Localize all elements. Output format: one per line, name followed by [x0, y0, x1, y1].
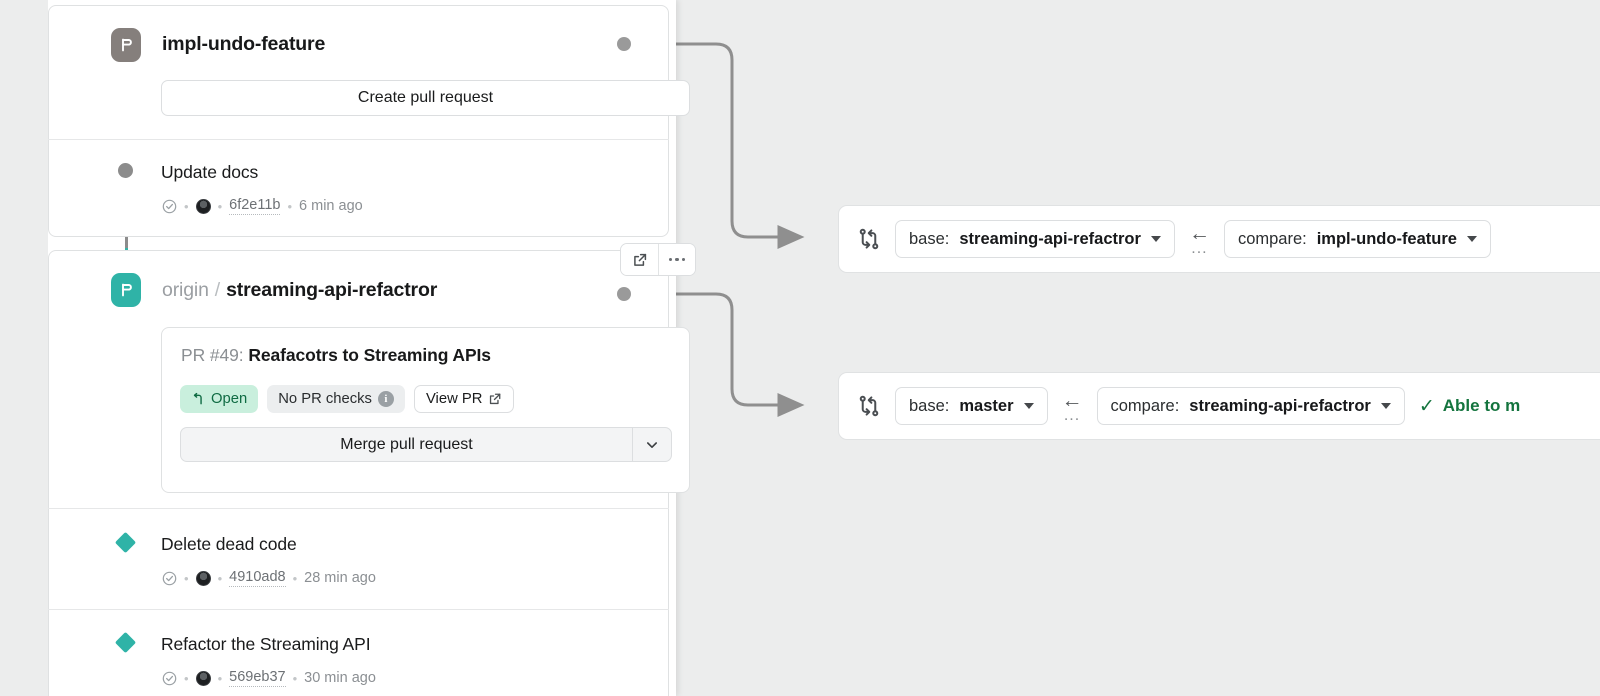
chevron-down-icon[interactable] — [632, 428, 671, 461]
chevron-down-icon — [1466, 236, 1477, 242]
commit-time: 28 min ago — [304, 570, 376, 586]
more-options-icon[interactable] — [658, 244, 695, 275]
pr-checks-label: No PR checks — [278, 391, 372, 407]
meta-separator: • — [292, 670, 298, 686]
commit-meta-row: • • 569eb37 • 30 min ago — [162, 669, 376, 687]
compare-bar-2: base: master ← ... compare: streaming-ap… — [838, 372, 1600, 440]
direction-arrow: ← ... — [1188, 221, 1210, 257]
commit-time: 30 min ago — [304, 670, 376, 686]
commit-title[interactable]: Delete dead code — [161, 534, 297, 554]
merge-button-group: Merge pull request — [180, 427, 672, 462]
external-link-icon[interactable] — [621, 244, 658, 275]
check-circle-icon — [162, 199, 177, 213]
view-pr-label: View PR — [425, 391, 483, 407]
commit-time: 6 min ago — [299, 198, 363, 214]
connector-origin-dot — [617, 37, 631, 51]
create-pull-request-button[interactable]: Create pull request — [161, 80, 690, 116]
connector-origin-dot — [617, 287, 631, 301]
chevron-down-icon — [1380, 403, 1391, 409]
status-badge-label: Open — [211, 391, 248, 407]
arrow-left-icon: ← — [1188, 221, 1210, 245]
compare-prefix-label: compare: — [1110, 396, 1180, 415]
arrow-left-icon: ← — [1061, 388, 1083, 412]
branches-panel: impl-undo-feature Create pull request Up… — [0, 0, 696, 696]
pull-request-card: PR #49: Reafacotrs to Streaming APIs Ope… — [161, 327, 690, 493]
merge-pull-request-button[interactable]: Merge pull request — [340, 435, 473, 453]
branch-card-impl-undo-feature[interactable] — [48, 5, 669, 237]
base-prefix-label: base: — [909, 396, 950, 415]
commit-title[interactable]: Refactor the Streaming API — [161, 634, 371, 654]
panel-gutter — [0, 0, 48, 696]
status-badge: Open — [180, 385, 259, 413]
git-branch-icon — [111, 273, 141, 307]
branch-remote: origin — [162, 279, 209, 301]
meta-separator: • — [287, 198, 293, 214]
meta-separator: • — [184, 198, 189, 214]
direction-arrow: ← ... — [1061, 388, 1083, 424]
view-pr-button[interactable]: View PR — [413, 385, 515, 413]
branch-name-bottom[interactable]: origin / streaming-api-refactror — [162, 279, 437, 302]
compare-branch-select[interactable]: compare: streaming-api-refactror — [1096, 387, 1405, 425]
card-divider — [48, 139, 669, 140]
commit-meta-row: • • 4910ad8 • 28 min ago — [162, 569, 376, 587]
pull-request-title-row: PR #49: Reafacotrs to Streaming APIs — [181, 345, 491, 366]
meta-separator: • — [184, 570, 189, 586]
commit-title[interactable]: Update docs — [161, 162, 259, 182]
base-branch-value: streaming-api-refactror — [959, 229, 1141, 248]
card-divider — [48, 609, 669, 610]
chevron-down-icon — [1023, 403, 1034, 409]
merge-status-label: Able to m — [1442, 396, 1521, 415]
commit-sha[interactable]: 6f2e11b — [229, 197, 281, 215]
ellipsis-label: ... — [1191, 239, 1208, 257]
check-icon: ✓ — [1418, 395, 1435, 417]
compare-bar-1: base: streaming-api-refactror ← ... comp… — [838, 205, 1600, 273]
branch-name-top[interactable]: impl-undo-feature — [162, 33, 326, 55]
base-branch-select[interactable]: base: streaming-api-refactror — [895, 220, 1175, 258]
ellipsis-label: ... — [1063, 406, 1081, 424]
merge-status: ✓ Able to m — [1419, 395, 1520, 418]
card-actions-group — [620, 243, 696, 276]
commit-node-dot — [118, 163, 133, 178]
commit-meta-row: • • 6f2e11b • 6 min ago — [162, 197, 363, 215]
meta-separator: • — [292, 570, 298, 586]
check-circle-icon — [162, 671, 177, 685]
card-divider — [48, 508, 669, 509]
chevron-down-icon — [1150, 236, 1161, 242]
pull-request-open-icon — [193, 392, 202, 405]
branch-cards-container: impl-undo-feature Create pull request Up… — [48, 0, 696, 696]
avatar — [195, 570, 211, 586]
commit-sha[interactable]: 4910ad8 — [229, 569, 286, 587]
git-branch-icon — [111, 28, 141, 62]
branch-separator: / — [214, 279, 221, 301]
compare-branch-value: impl-undo-feature — [1316, 229, 1457, 248]
branch-local-name: streaming-api-refactror — [226, 279, 438, 301]
base-prefix-label: base: — [909, 229, 950, 248]
compare-branch-select[interactable]: compare: impl-undo-feature — [1223, 220, 1491, 258]
pr-checks-badge: No PR checks i — [267, 385, 405, 413]
check-circle-icon — [162, 571, 177, 585]
pull-request-title[interactable]: Reafacotrs to Streaming APIs — [248, 345, 491, 365]
compare-branches-icon — [859, 228, 879, 250]
pull-request-badges: Open No PR checks i View PR — [180, 385, 515, 413]
commit-sha[interactable]: 569eb37 — [229, 669, 286, 687]
base-branch-select[interactable]: base: master — [895, 387, 1048, 425]
avatar — [195, 670, 211, 686]
meta-separator: • — [217, 570, 223, 586]
compare-branch-value: streaming-api-refactror — [1189, 396, 1371, 415]
base-branch-value: master — [959, 396, 1014, 415]
pull-request-number: PR #49: — [181, 345, 244, 365]
avatar — [195, 198, 211, 214]
meta-separator: • — [217, 198, 223, 214]
external-link-icon — [490, 393, 501, 405]
meta-separator: • — [184, 670, 189, 686]
compare-prefix-label: compare: — [1237, 229, 1307, 248]
info-icon[interactable]: i — [377, 391, 394, 407]
compare-branches-icon — [859, 395, 879, 417]
meta-separator: • — [217, 670, 223, 686]
